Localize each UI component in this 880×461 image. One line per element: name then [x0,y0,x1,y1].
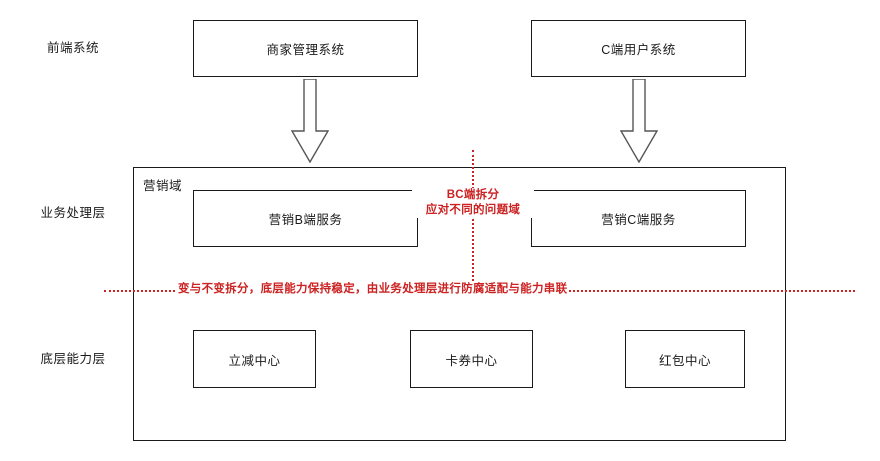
node-coupon-center-label: 卡券中心 [445,353,498,368]
layer-label-business: 业务处理层 [40,206,106,220]
layer-label-frontend: 前端系统 [46,41,99,55]
node-instant-discount-center-label: 立减中心 [228,353,281,368]
node-marketing-c-service[interactable]: 营销C端服务 [531,190,746,247]
annotation-stable-capability: 变与不变拆分，底层能力保持稳定，由业务处理层进行防腐适配与能力串联 [176,282,570,297]
arrow-consumer-to-c-icon [620,79,658,163]
node-instant-discount-center[interactable]: 立减中心 [193,330,316,388]
node-merchant-admin-system-label: 商家管理系统 [266,43,345,57]
node-coupon-center[interactable]: 卡券中心 [410,330,533,388]
node-consumer-user-system-label: C端用户系统 [601,43,676,57]
vertical-split-dotted-line [472,150,474,297]
annotation-bc-split-line2: 应对不同的问题域 [425,204,521,216]
annotation-bc-split: BC端拆分 应对不同的问题域 [412,188,534,218]
node-merchant-admin-system[interactable]: 商家管理系统 [193,20,418,77]
layer-label-capability: 底层能力层 [40,352,106,366]
container-marketing-domain-title: 营销域 [143,179,183,193]
node-red-packet-center-label: 红包中心 [658,353,711,368]
annotation-bc-split-line1: BC端拆分 [446,189,500,201]
node-consumer-user-system[interactable]: C端用户系统 [531,20,746,77]
node-marketing-b-service-label: 营销B端服务 [268,213,343,227]
node-marketing-c-service-label: 营销C端服务 [601,213,676,227]
node-marketing-b-service[interactable]: 营销B端服务 [193,190,418,247]
arrow-merchant-to-b-icon [291,79,329,163]
node-red-packet-center[interactable]: 红包中心 [625,330,745,388]
